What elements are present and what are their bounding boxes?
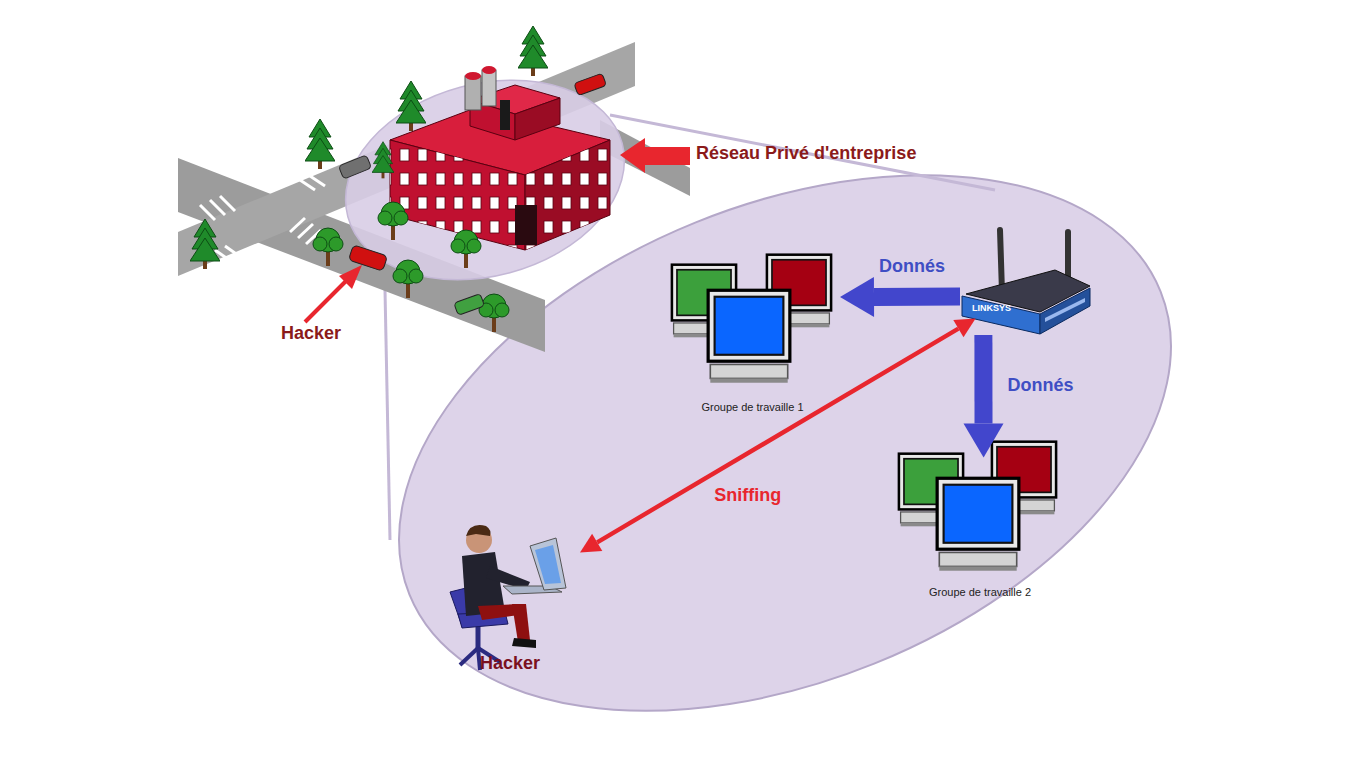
network-label: Réseau Privé d'entreprise	[696, 143, 916, 164]
edge-label: Donnés	[879, 256, 945, 277]
workgroup-node: Groupe de travaille 1	[665, 250, 840, 415]
router-node: LINKSYS	[960, 225, 1090, 335]
hacker-label: Hacker	[281, 323, 341, 344]
data-arrow	[964, 335, 1004, 457]
hacker-node: Hacker	[440, 530, 580, 680]
data-arrow	[840, 277, 960, 317]
edge-label: Donnés	[1007, 375, 1073, 396]
edge-label: Sniffing	[714, 485, 781, 506]
router-caption: LINKSYS	[972, 303, 1011, 313]
workgroup-node: Groupe de travaille 2	[890, 438, 1070, 600]
workgroup-caption: Groupe de travaille 1	[701, 401, 803, 413]
workgroup-caption: Groupe de travaille 2	[929, 586, 1031, 598]
hacker-caption: Hacker	[480, 653, 540, 674]
sniffing-arrow	[580, 319, 976, 553]
